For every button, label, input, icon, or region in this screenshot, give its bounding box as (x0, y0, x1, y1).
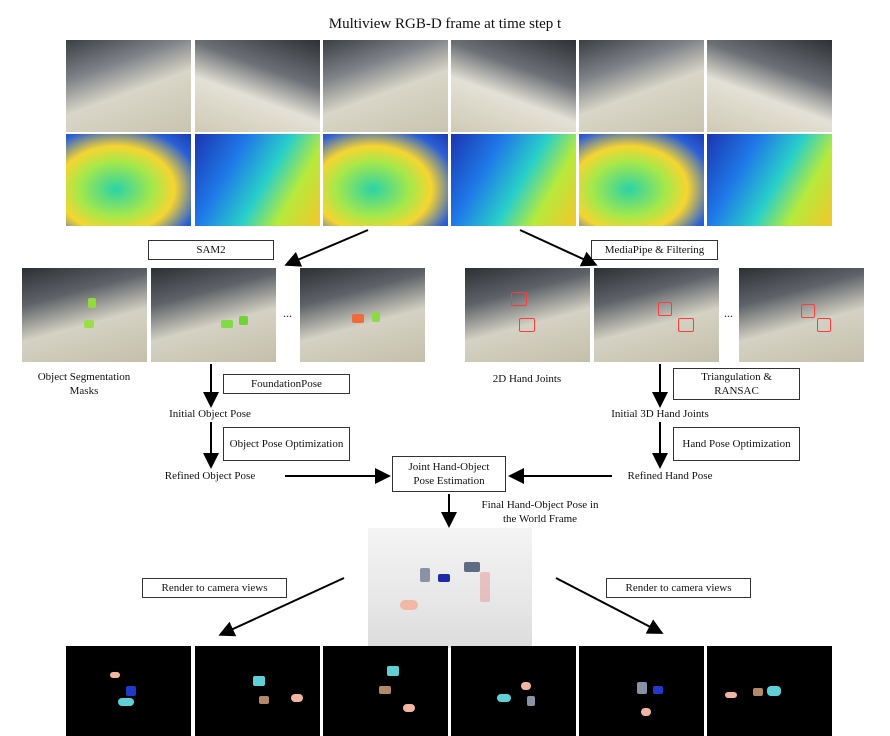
ellipsis-left: ... (283, 306, 292, 320)
triangulation-box: Triangulation & RANSAC (673, 368, 800, 400)
depth-view-2 (195, 134, 320, 226)
depth-view-3 (323, 134, 448, 226)
arrow-render-right (555, 577, 664, 634)
rgb-view-2 (195, 40, 320, 132)
render-right-box: Render to camera views (606, 578, 751, 598)
world-frame-render (368, 528, 532, 648)
figure-title: Multiview RGB-D frame at time step t (328, 16, 562, 32)
rgb-view-5 (579, 40, 704, 132)
render-view-3 (323, 646, 448, 736)
hand-joints-view-1 (465, 268, 590, 362)
mediapipe-box: MediaPipe & Filtering (591, 240, 718, 260)
ellipsis-right: ... (724, 306, 733, 320)
seg-masks-label: Object Segmentation Masks (37, 371, 131, 397)
depth-view-4 (451, 134, 576, 226)
render-view-2 (195, 646, 320, 736)
rgb-view-3 (323, 40, 448, 132)
depth-view-6 (707, 134, 832, 226)
refined-object-pose-label: Refined Object Pose (164, 470, 256, 482)
object-opt-box: Object Pose Optimization (223, 427, 350, 461)
foundationpose-box: FoundationPose (223, 374, 350, 394)
hand-joints-2d-label: 2D Hand Joints (492, 373, 562, 385)
render-view-1 (66, 646, 191, 736)
arrow-to-sam2 (284, 229, 369, 267)
seg-mask-view-1 (22, 268, 147, 362)
seg-mask-view-2 (151, 268, 276, 362)
arrow-render-left (218, 577, 345, 637)
depth-view-5 (579, 134, 704, 226)
joint-estimation-box: Joint Hand-Object Pose Estimation (392, 456, 506, 492)
rgb-view-1 (66, 40, 191, 132)
hand-joints-view-2 (594, 268, 719, 362)
render-view-4 (451, 646, 576, 736)
seg-mask-view-3 (300, 268, 425, 362)
initial-object-pose-label: Initial Object Pose (169, 408, 251, 420)
depth-view-1 (66, 134, 191, 226)
rgb-view-4 (451, 40, 576, 132)
sam2-box: SAM2 (148, 240, 274, 260)
arrow-to-mediapipe (519, 229, 598, 267)
refined-hand-pose-label: Refined Hand Pose (627, 470, 713, 482)
render-view-6 (707, 646, 832, 736)
hand-joints-view-3 (739, 268, 864, 362)
render-left-box: Render to camera views (142, 578, 287, 598)
rgb-view-6 (707, 40, 832, 132)
initial-hand-joints-label: Initial 3D Hand Joints (611, 408, 709, 420)
final-pose-label: Final Hand-Object Pose in the World Fram… (481, 499, 599, 525)
hand-opt-box: Hand Pose Optimization (673, 427, 800, 461)
render-view-5 (579, 646, 704, 736)
